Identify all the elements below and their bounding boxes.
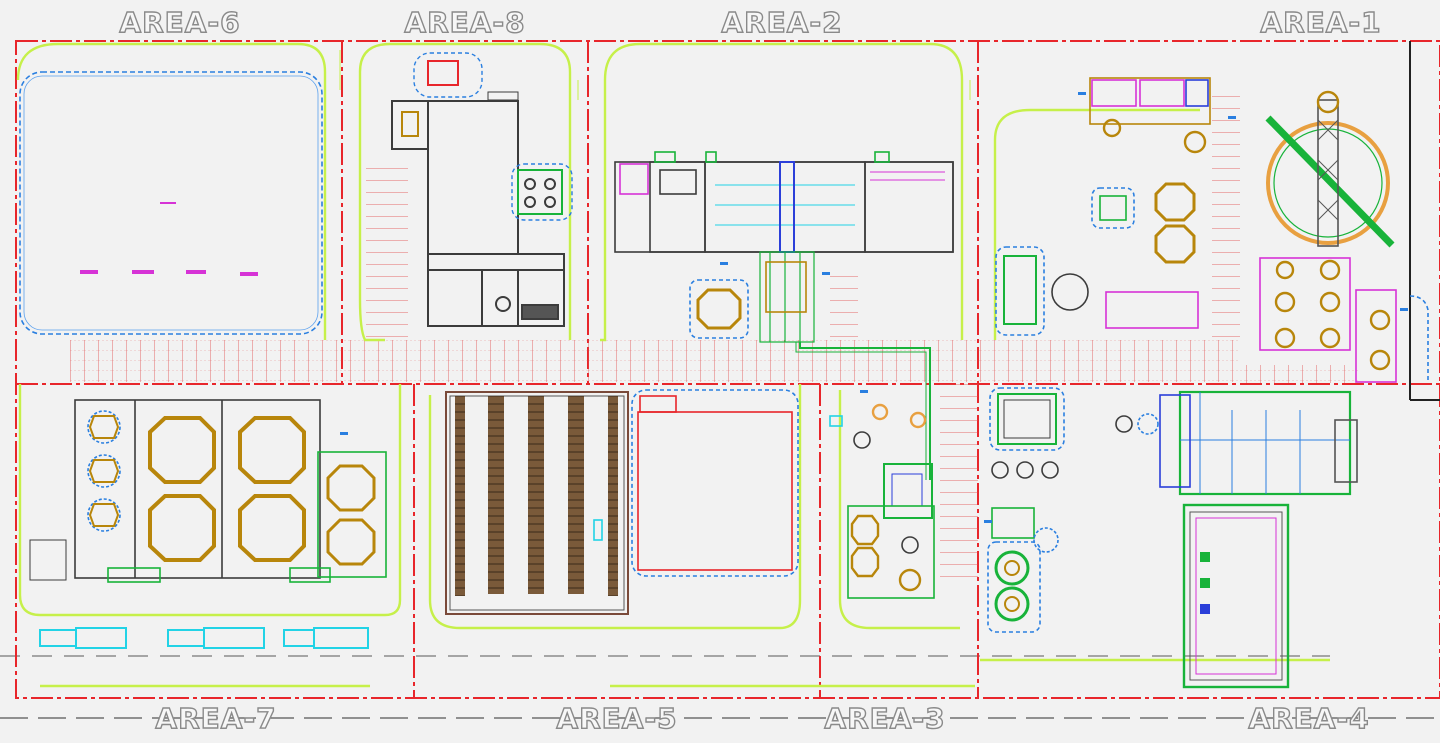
area-label-area-5: AREA-5 — [556, 702, 677, 735]
area-6-basin — [19, 71, 323, 335]
area-label-area-4: AREA-4 — [1248, 702, 1369, 735]
site-centerlines — [0, 655, 1440, 719]
area-label-area-6: AREA-6 — [119, 6, 240, 39]
area-labels-top: AREA-6 AREA-8 AREA-2 AREA-1 — [119, 5, 1382, 39]
vertical-walkways — [366, 95, 1240, 584]
area-label-area-3: AREA-3 — [824, 702, 945, 735]
callout-tags — [340, 92, 1408, 523]
walkway-strip — [70, 340, 1240, 382]
area-1-equipment — [995, 41, 1440, 401]
roads — [16, 42, 1330, 688]
area-4-equipment — [987, 387, 1358, 689]
area-label-area-7: AREA-7 — [155, 702, 276, 735]
site-boundary — [15, 40, 1440, 699]
area-label-area-2: AREA-2 — [721, 6, 842, 39]
area-labels-bottom: AREA-7 AREA-5 AREA-3 AREA-4 — [155, 701, 1370, 735]
area-2-process-building — [614, 151, 954, 480]
area-8-building — [391, 52, 573, 327]
area-label-area-8: AREA-8 — [404, 6, 525, 39]
area-5-pond — [593, 389, 799, 577]
area-5-storage-racks — [455, 396, 618, 596]
area-label-area-1: AREA-1 — [1260, 6, 1381, 39]
area-7-tanker-trucks — [39, 627, 369, 649]
area-7-tanks — [29, 399, 387, 583]
area-3-equipment — [829, 403, 935, 599]
